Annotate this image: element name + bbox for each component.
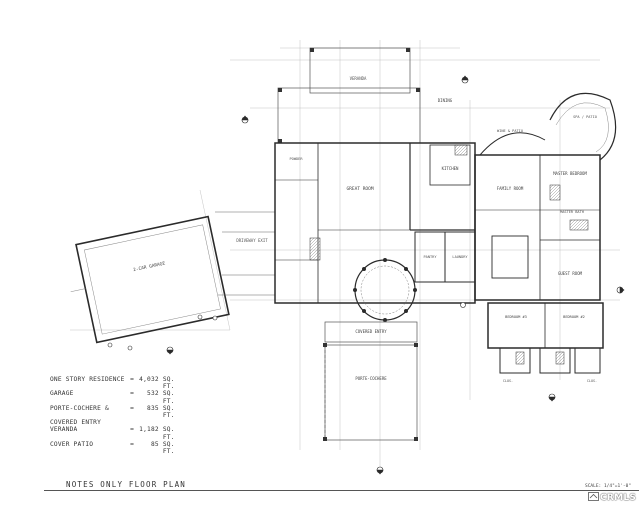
guest-room-label: GUEST ROOM	[558, 271, 583, 276]
area-value: 1,182	[139, 426, 159, 434]
area-value	[138, 419, 160, 426]
dining-label: DINING	[438, 98, 453, 103]
area-eq: =	[130, 376, 135, 383]
area-unit	[160, 419, 164, 426]
bedroom-2-label: BEDROOM #2	[563, 315, 585, 319]
crmls-watermark: CRMLS	[588, 492, 638, 504]
area-unit: SQ. FT.	[162, 426, 175, 441]
right-wing-walls	[474, 92, 617, 301]
laundry-label: LAUNDRY	[452, 255, 468, 259]
great-room-label: GREAT ROOM	[346, 186, 373, 192]
area-row: COVERED ENTRY	[50, 419, 190, 426]
bedroom-3-label: BEDROOM #3	[505, 315, 527, 319]
area-label: VERANDA	[50, 426, 78, 434]
area-label: GARAGE	[50, 390, 74, 398]
section-markers	[107, 75, 625, 475]
spa-label: SPA / PATIO	[573, 115, 597, 119]
area-value: 85	[150, 440, 159, 448]
area-label: PORTE-COCHERE &	[50, 404, 109, 412]
family-room-label: FAMILY ROOM	[497, 186, 524, 191]
driveway-label: DRIVEWAY EXIT	[236, 238, 268, 243]
area-value: 532	[147, 390, 159, 398]
area-unit: SQ. FT.	[162, 440, 175, 456]
area-eq: =	[130, 426, 135, 434]
scale-label: SCALE: 1/4"=1'-0"	[585, 484, 632, 489]
entry-rotunda	[353, 258, 417, 322]
veranda-label: VERANDA	[350, 76, 367, 81]
footer-rule	[44, 490, 639, 491]
master-bath-label: MASTER BATH	[560, 210, 584, 214]
area-eq: =	[130, 390, 135, 398]
area-unit: SQ. FT.	[162, 390, 175, 405]
area-label: COVER PATIO	[50, 440, 94, 448]
garage-label: 2-CAR GARAGE	[133, 260, 166, 273]
area-label: ONE STORY RESIDENCE	[50, 376, 125, 383]
porte-cochere-block	[323, 321, 418, 441]
powder-label: POWDER	[290, 157, 304, 161]
area-eq: =	[130, 440, 135, 448]
area-unit: SQ. FT.	[162, 404, 175, 420]
covered-entry-label: COVERED ENTRY	[355, 329, 387, 334]
kitchen-label: KITCHEN	[442, 166, 459, 171]
driveway-connector	[215, 211, 275, 296]
pantry-label: PANTRY	[424, 255, 438, 259]
dimension-lines	[70, 40, 620, 470]
area-eq: =	[130, 404, 135, 412]
closet-label-right: CLOS.	[587, 379, 597, 383]
notes-only-floor-plan-label: NOTES ONLY FLOOR PLAN	[66, 480, 187, 489]
area-unit: SQ. FT.	[162, 376, 175, 391]
area-value: 835	[147, 404, 159, 412]
area-value: 4,032	[139, 376, 159, 383]
area-label: COVERED ENTRY	[50, 419, 102, 427]
veranda-block: VERANDA	[277, 47, 421, 144]
closet-label-left: CLOS.	[503, 379, 513, 383]
area-eq	[128, 419, 138, 426]
porte-cochere-label: PORTE-COCHERE	[355, 376, 387, 381]
bedroom-wing-walls	[487, 302, 604, 374]
garage-block: 2-CAR GARAGE	[70, 215, 230, 344]
watermark-text: CRMLS	[600, 493, 637, 503]
master-bedroom-label: MASTER BEDROOM	[553, 171, 587, 176]
crmls-logo-icon	[588, 492, 599, 501]
wine-patio-label: WINE & PATIO	[497, 129, 523, 133]
